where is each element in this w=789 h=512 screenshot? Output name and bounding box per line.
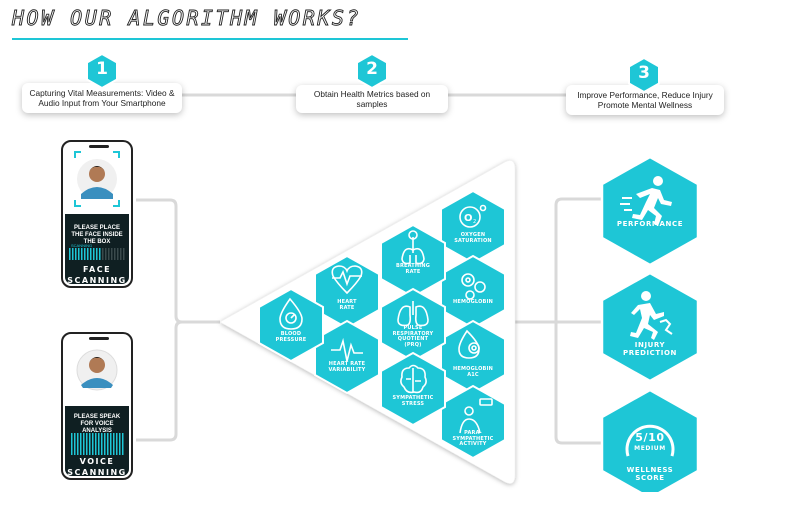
label-injury-prediction: INJURY PREDICTION	[622, 341, 678, 357]
step-2-number: 2	[366, 59, 378, 79]
step-2-box: Obtain Health Metrics based on samples	[296, 85, 448, 113]
label-heart-rate: HEART RATE	[337, 299, 357, 311]
step-3-text: Improve Performance, Reduce Injury Promo…	[577, 89, 713, 111]
voice-avatar	[76, 349, 118, 391]
label-oxygen-saturation: OXYGEN SATURATION	[454, 232, 492, 244]
lungs-icon	[397, 301, 429, 327]
hex-breathing-rate	[380, 223, 446, 299]
svg-text:2: 2	[473, 219, 476, 225]
step-1-text: Capturing Vital Measurements: Video & Au…	[29, 87, 175, 109]
face-scanning-small-label: SCANNING	[71, 243, 93, 248]
face-instruction: PLEASE PLACE THE FACE INSIDE THE BOX	[71, 225, 123, 245]
score-gauge-icon	[625, 424, 675, 457]
person-photo-icon	[76, 349, 118, 391]
title-underline	[12, 38, 408, 40]
label-sympathetic-stress: SYMPATHETIC STRESS	[392, 395, 434, 407]
step-2-text: Obtain Health Metrics based on samples	[313, 88, 431, 110]
voice-scanning-label-line2: SCANNING	[67, 468, 127, 477]
heartbeat-line-icon	[331, 337, 363, 362]
label-blood-pressure: BLOOD PRESSURE	[275, 331, 307, 343]
voice-scanning-label-line1: VOICE	[79, 457, 115, 466]
svg-text:O: O	[464, 213, 473, 224]
face-frame	[74, 151, 120, 207]
phone-notch	[89, 145, 109, 148]
running-person-icon	[620, 176, 672, 226]
pressure-gauge-drop-icon	[279, 297, 303, 330]
person-photo-icon	[77, 159, 117, 199]
page-title: HOW OUR ALGORITHM WORKS?	[12, 6, 361, 31]
label-hemoglobin: HEMOGLOBIN	[452, 299, 494, 305]
voice-waveform	[71, 433, 124, 455]
label-wellness-score: WELLNESS SCORE	[626, 466, 674, 482]
face-scanning-label-line1: FACE	[82, 265, 112, 274]
voice-instruction: PLEASE SPEAK FOR VOICE ANALYSIS	[73, 414, 121, 434]
step-2-hexagon	[356, 53, 388, 89]
hex-blood-pressure	[258, 287, 324, 363]
label-hemoglobin-a1c: HEMOGLOBIN A1C	[452, 366, 494, 378]
label-hrv: HEART RATE VARIABILITY	[328, 361, 366, 373]
phone-notch	[89, 337, 109, 340]
blood-cells-icon	[461, 273, 486, 300]
face-scan-phone: PLEASE PLACE THE FACE INSIDE THE BOX SCA…	[61, 140, 133, 288]
label-parasympathetic: PARA-SYMPATHETIC ACTIVITY	[452, 430, 494, 447]
label-breathing-rate: BREATHING RATE	[395, 263, 431, 275]
wellness-score-level: MEDIUM	[634, 445, 666, 452]
brain-icon	[400, 364, 427, 394]
voice-scan-phone: PLEASE SPEAK FOR VOICE ANALYSIS VOICE SC…	[61, 332, 133, 480]
step-3-hexagon	[628, 57, 660, 93]
blood-drop-cells-icon	[458, 329, 480, 359]
label-prq: PULSE RESPIRATORY QUOTIENT (PRQ)	[392, 325, 434, 348]
relaxed-person-battery-icon	[459, 398, 493, 434]
outcome-hexagons	[600, 155, 700, 492]
step-3-number: 3	[638, 63, 650, 83]
face-scan-progress-bars	[69, 248, 125, 260]
label-performance: PERFORMANCE	[616, 220, 684, 228]
hex-wellness-score	[600, 388, 700, 492]
step-1-number: 1	[96, 59, 108, 79]
step-1-hexagon	[86, 53, 118, 89]
wellness-score-value: 5/10	[635, 431, 665, 444]
injured-runner-icon	[630, 291, 673, 340]
heart-pulse-icon	[331, 265, 363, 295]
voice-phone-panel	[65, 406, 129, 476]
face-scanning-label-line2: SCANNING	[67, 276, 127, 285]
lungs-airway-icon	[401, 230, 425, 265]
